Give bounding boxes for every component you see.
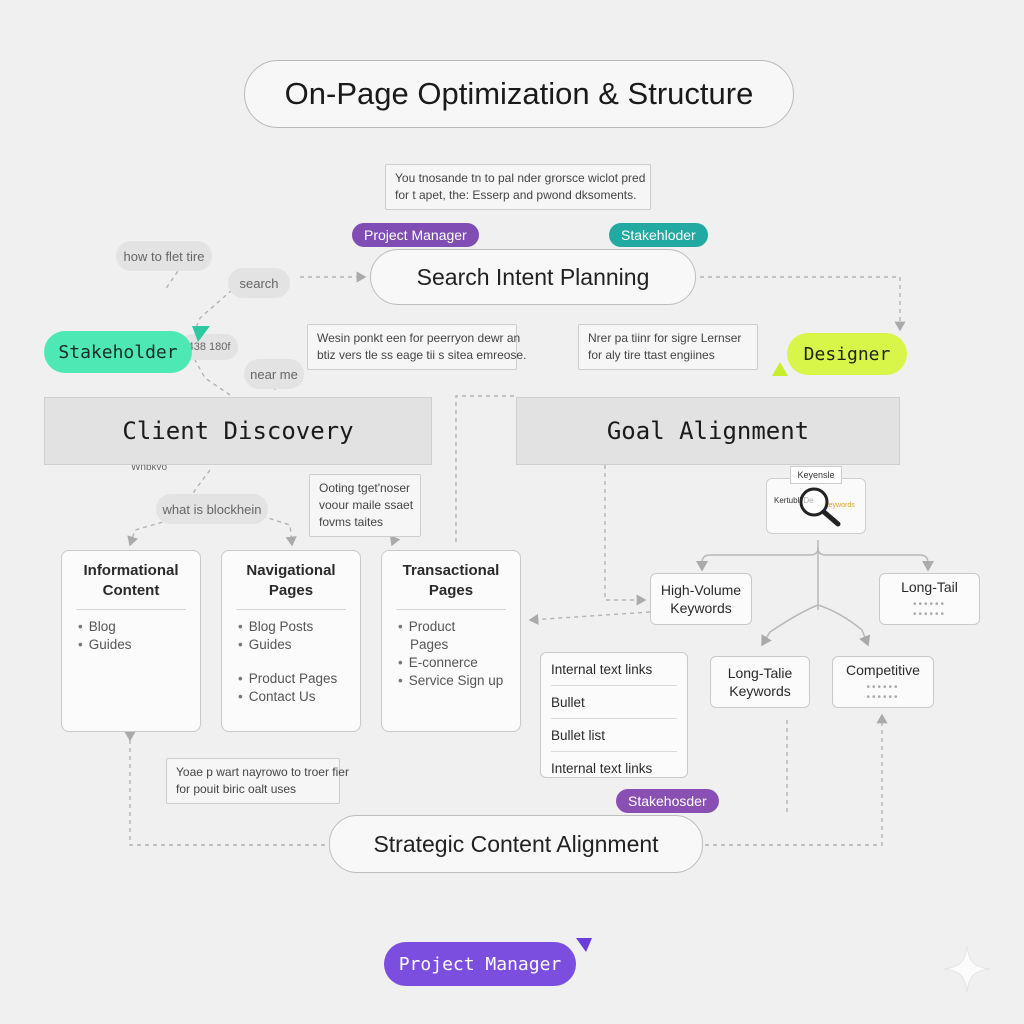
card-title-line: Pages [428,582,474,599]
list-item: E-connerce [398,654,506,672]
note-small-mid: Ooting tget'noser voour maile ssaet fovm… [309,474,421,537]
competitive-box: Competitive •••••••••••• [832,656,934,708]
kw-line: High-Volume [660,582,742,598]
keyword-label: Keyensle [790,466,842,484]
note-line: Ooting tget'noser [319,481,411,495]
note-line: fovms taites [319,515,384,529]
card-title: Navigational Pages [236,561,346,610]
query-bubble: what is blockhein [156,494,268,524]
query-bubble: Wnbkvo [130,461,168,473]
dots: •••••••••••• [866,682,900,703]
card-title: Transactional Pages [396,561,506,610]
search-intent-node: Search Intent Planning [370,249,696,305]
transactional-pages-card: Transactional Pages Product Pages E-conn… [381,550,521,732]
note-top: You tnosande tn to pal nder grorsce wicl… [385,164,651,210]
magnifier-icon [799,487,841,527]
project-manager-tag: Project Manager [384,942,576,986]
pointer-icon [576,938,592,952]
kw-line: Long-Talie [727,665,793,681]
note-bottom-left: Yoae p wart nayrowo to troer fier for po… [166,758,349,804]
note-line: for t apet, the: Esserp and pwond dksome… [395,188,637,202]
note-line: Yoae p wart nayrowo to troer fier [176,765,349,779]
list-item: Guides [78,636,186,654]
goal-alignment-node: Goal Alignment [516,397,900,465]
stakeholder-tag: Stakeholder [44,331,192,373]
long-tale-keywords-box: Long-Talie Keywords [710,656,810,708]
card-title-line: Content [102,582,160,599]
list-item: Blog Posts [238,618,346,636]
list-item: Internal text links [551,760,653,776]
informational-content-card: Informational Content Blog Guides [61,550,201,732]
list-item: Guides [238,636,346,654]
list-item: Internal text links [551,653,677,686]
note-line: for aly tire ttast engiines [588,348,715,362]
list-item: Product [398,618,506,636]
note-line: for pouit biric oalt uses [176,782,297,796]
note-line: Wesin ponkt een for peerryon dewr an [317,331,521,345]
card-title-line: Pages [268,582,314,599]
card-title-line: Transactional [402,562,500,579]
sparkle-icon [943,945,991,993]
kw-line: Keywords [729,683,791,699]
navigational-pages-card: Navigational Pages Blog Posts Guides Pro… [221,550,361,732]
kw-line: Keywords [670,600,732,616]
list-item: Blog [78,618,186,636]
page-title: On-Page Optimization & Structure [244,60,794,128]
stakeholder-badge: Stakehloder [609,223,708,247]
internal-links-list: Internal text links Bullet Bullet list I… [540,652,688,778]
query-bubble: near me [244,359,304,389]
list-item: Product Pages [238,670,346,688]
card-title-line: Informational [83,562,179,579]
pointer-icon [192,326,210,342]
strategic-content-node: Strategic Content Alignment [329,815,703,873]
list-item: Pages [410,637,449,652]
note-line: btiz vers tle ss eage tii s sitea emreos… [317,348,527,362]
list-item: Contact Us [238,688,346,706]
high-volume-keywords-box: High-Volume Keywords [650,573,752,625]
pointer-icon [772,362,788,376]
list-item: Service Sign up [398,672,506,690]
keyword-search-word: Keywords [824,502,855,509]
keyword-research-icon: Keyensle Kertubli De Keywords [766,466,866,536]
card-title-line: Navigational [246,562,336,579]
note-right-mid: Nrer pa tiinr for sigre Lernser for aly … [578,324,758,370]
stakeholder-badge: Stakehosder [616,789,719,813]
keyword-side-text: Kertubli De [774,496,814,505]
project-manager-badge: Project Manager [352,223,479,247]
client-discovery-node: Client Discovery [44,397,432,465]
note-line: voour maile ssaet [319,498,414,512]
card-title: Informational Content [76,561,186,610]
note-line: You tnosande tn to pal nder grorsce wicl… [395,171,646,185]
dots: •••••••••••• [912,599,946,620]
note-left-mid: Wesin ponkt een for peerryon dewr an bti… [307,324,527,370]
kw-line: Long-Tail [901,579,958,595]
query-bubble: search [228,268,290,298]
query-bubble: how to flet tire [116,241,212,271]
list-item: Bullet list [551,719,677,752]
designer-tag: Designer [787,333,907,375]
kw-line: Competitive [846,662,920,678]
note-line: Nrer pa tiinr for sigre Lernser [588,331,742,345]
long-tail-box: Long-Tail •••••••••••• [879,573,980,625]
list-item: Bullet [551,686,677,719]
